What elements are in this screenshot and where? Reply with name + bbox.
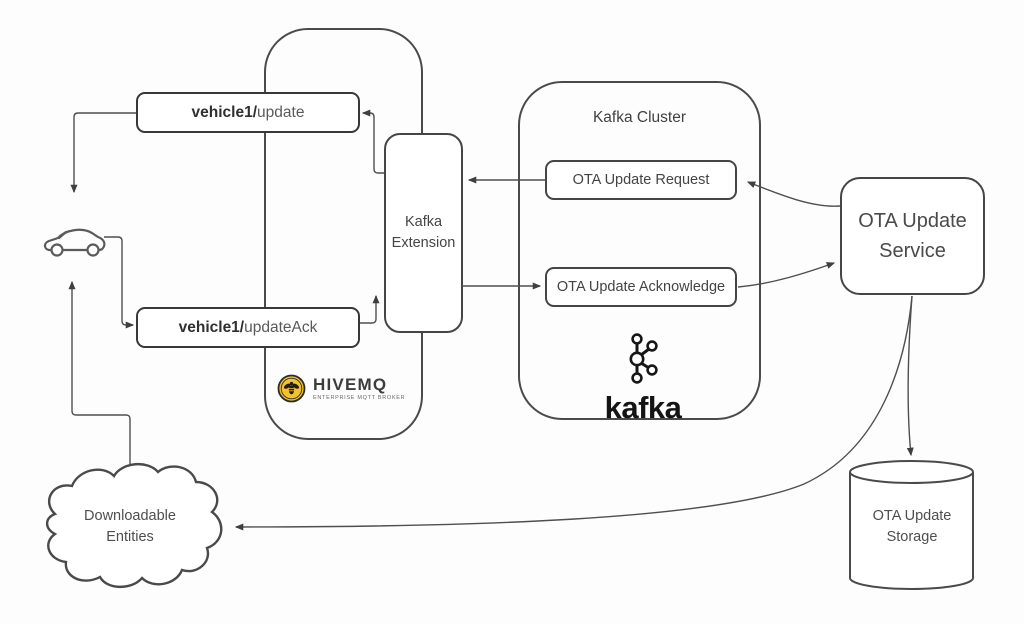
arrow-ack-topic-to-service <box>737 262 836 288</box>
arrow-updateack-topic-to-kafka-extension <box>360 294 380 324</box>
hivemq-tagline: ENTERPRISE MQTT BROKER <box>313 394 406 401</box>
kafka-topic-ota-update-acknowledge: OTA Update Acknowledge <box>545 267 737 307</box>
arrow-vehicle-to-updateack-topic <box>104 236 135 329</box>
hivemq-wordmark: HIVEMQ <box>313 374 388 394</box>
topic-updateack-suffix: updateAck <box>244 318 318 336</box>
arrow-update-topic-to-vehicle <box>70 112 136 194</box>
topic-update-suffix: update <box>257 103 305 121</box>
arrow-service-to-request-topic <box>746 181 841 207</box>
arrow-service-to-entities <box>234 295 913 531</box>
topic-update-prefix: vehicle1/ <box>191 103 258 121</box>
vehicle-car-icon <box>43 228 106 257</box>
topic-vehicle1-updateack: vehicle1/updateAck <box>136 307 360 348</box>
kafka-cluster-container <box>518 81 761 420</box>
downloadable-entities-cloud <box>45 463 223 589</box>
hivemq-logo: HIVEMQ ENTERPRISE MQTT BROKER <box>277 374 405 403</box>
hivemq-bee-icon <box>277 374 306 403</box>
kafka-topic-ota-update-request: OTA Update Request <box>545 160 737 200</box>
ota-update-service-label: OTA Update Service <box>858 210 967 262</box>
arrow-entities-to-vehicle <box>68 280 131 466</box>
kafka-cluster-title: Kafka Cluster <box>592 109 687 126</box>
ota-storage-cylinder <box>849 460 974 590</box>
ota-update-storage-label: OTA Update Storage <box>872 508 952 546</box>
topic-vehicle1-update: vehicle1/update <box>136 92 360 133</box>
kafka-wordmark: kafka <box>604 390 682 425</box>
kafka-extension-box: Kafka Extension <box>384 133 463 333</box>
kafka-logo-icon <box>629 333 658 384</box>
topic-updateack-prefix: vehicle1/ <box>178 318 245 336</box>
arrow-kafka-extension-to-update-topic <box>361 109 384 174</box>
arrow-service-to-storage <box>906 295 914 457</box>
ota-update-service-box: OTA Update Service <box>840 177 985 295</box>
downloadable-entities-label: Downloadable Entities <box>84 508 176 546</box>
